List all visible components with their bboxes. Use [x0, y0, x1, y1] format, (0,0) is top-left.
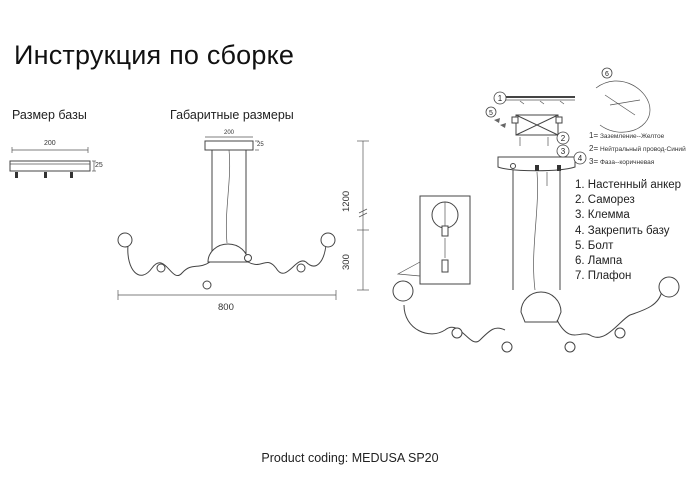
- base-size-heading: Размер базы: [12, 108, 87, 122]
- overall-width-label: 800: [218, 302, 234, 313]
- top-width-label: 200: [224, 130, 235, 136]
- parts-list-item: 7. Плафон: [575, 270, 632, 283]
- base-size-drawing: [9, 147, 96, 178]
- parts-list-item: 2. Саморез: [575, 194, 635, 207]
- height-min-label: 300: [341, 254, 352, 270]
- base-height-label: 25: [95, 162, 103, 169]
- installation-drawing: [392, 80, 680, 353]
- parts-list-item: 6. Лампа: [575, 255, 623, 268]
- wiring-legend: 1= Заземление--Желтое 2= Нейтральный про…: [589, 130, 686, 169]
- step-marker-2: [556, 131, 570, 145]
- parts-list-item: 1. Настенный анкер: [575, 179, 682, 191]
- step-number-3: 3: [561, 147, 566, 156]
- overall-dimensions-drawing: [117, 136, 369, 300]
- step-marker-3: [556, 144, 570, 158]
- parts-list-item: 4. Закрепить базу: [575, 224, 670, 237]
- height-max-label: 1200: [341, 190, 352, 212]
- parts-list-item: 5. Болт: [575, 239, 614, 252]
- page-title: Инструкция по сборке: [14, 40, 295, 70]
- wiring-legend-row: 1= Заземление--Желтое: [589, 131, 665, 140]
- step-number-2: 2: [561, 134, 566, 143]
- step-marker-4: [573, 151, 587, 165]
- product-coding: Product coding: MEDUSA SP20: [261, 451, 439, 465]
- wiring-legend-row: 2= Нейтральный провод-Синий: [589, 144, 686, 153]
- base-width-label: 200: [44, 140, 56, 147]
- parts-list-item: 3. Клемма: [575, 209, 630, 222]
- step-marker-1: [493, 91, 507, 105]
- overall-dimensions-heading: Габаритные размеры: [170, 108, 294, 122]
- step-number-5: 5: [489, 110, 493, 117]
- step-marker-6: [601, 67, 613, 79]
- parts-list: 1. Настенный анкер 2. Саморез 3. Клемма …: [575, 178, 681, 284]
- step-number-6: 6: [605, 71, 609, 78]
- step-number-4: 4: [578, 154, 583, 163]
- wiring-legend-row: 3= Фаза--коричневая: [589, 157, 655, 166]
- step-number-1: 1: [498, 94, 503, 103]
- step-marker-5: [485, 106, 497, 118]
- top-height-label: 25: [257, 142, 264, 148]
